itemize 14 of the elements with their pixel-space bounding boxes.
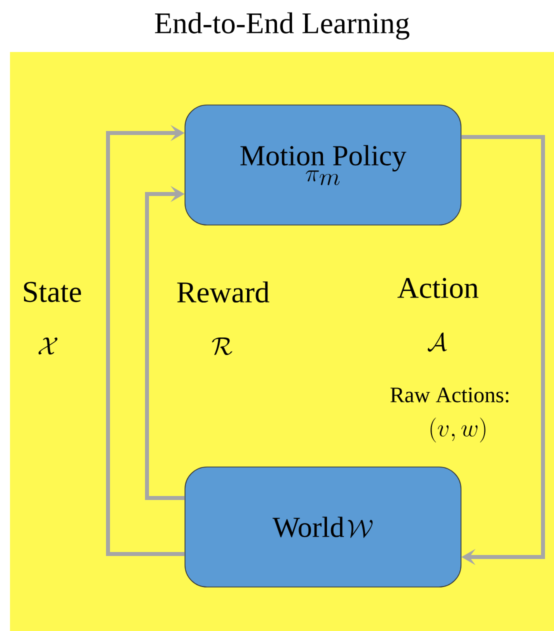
label: Raw Actions:: [390, 388, 508, 402]
title: End-to-End Learning: [155, 12, 410, 40]
arrow: [145, 186, 185, 500]
arrow: [106, 124, 185, 556]
process-box: World$\mathcal{W}$: [184, 466, 462, 588]
arrow: [461, 135, 545, 566]
math-symbol: $(v, w)$: [430, 418, 486, 442]
label: State: [24, 282, 81, 302]
process-box: Motion Policy $\pi_m$: [184, 104, 462, 226]
label: Reward: [177, 281, 270, 303]
label: Action: [397, 278, 478, 298]
math-symbol: $\mathcal{A}$: [428, 332, 447, 352]
math-symbol: $\mathcal{X}$: [38, 338, 58, 354]
math-symbol: $\mathcal{R}$: [212, 338, 232, 356]
